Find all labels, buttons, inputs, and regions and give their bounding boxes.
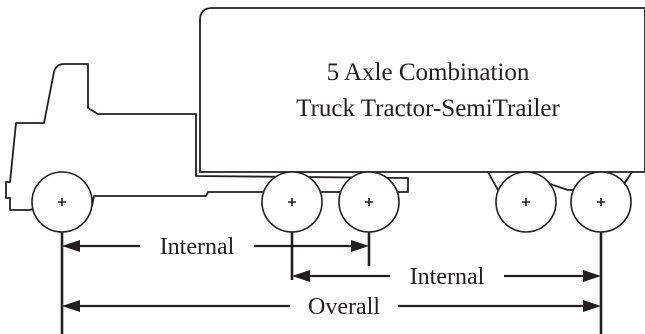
trailer-box bbox=[199, 7, 645, 173]
overall-dimension-label: Overall bbox=[308, 294, 380, 320]
axle-5-wheel bbox=[570, 171, 632, 233]
axle-2-wheel bbox=[261, 171, 323, 233]
internal-dimension-2-label: Internal bbox=[410, 264, 485, 290]
tractor-cab bbox=[5, 63, 409, 211]
internal-dimension-2: Internal bbox=[292, 264, 601, 290]
axle-3-wheel bbox=[338, 171, 400, 233]
internal-dimension-1: Internal bbox=[62, 234, 369, 260]
internal-dimension-1-label: Internal bbox=[160, 234, 235, 260]
diagram-title-line-1: 5 Axle Combination bbox=[327, 59, 530, 86]
diagram-title-line-2: Truck Tractor-SemiTrailer bbox=[296, 95, 560, 122]
axle-1-wheel bbox=[31, 171, 93, 233]
axle-4-wheel bbox=[495, 171, 557, 233]
overall-dimension: Overall bbox=[62, 294, 601, 320]
